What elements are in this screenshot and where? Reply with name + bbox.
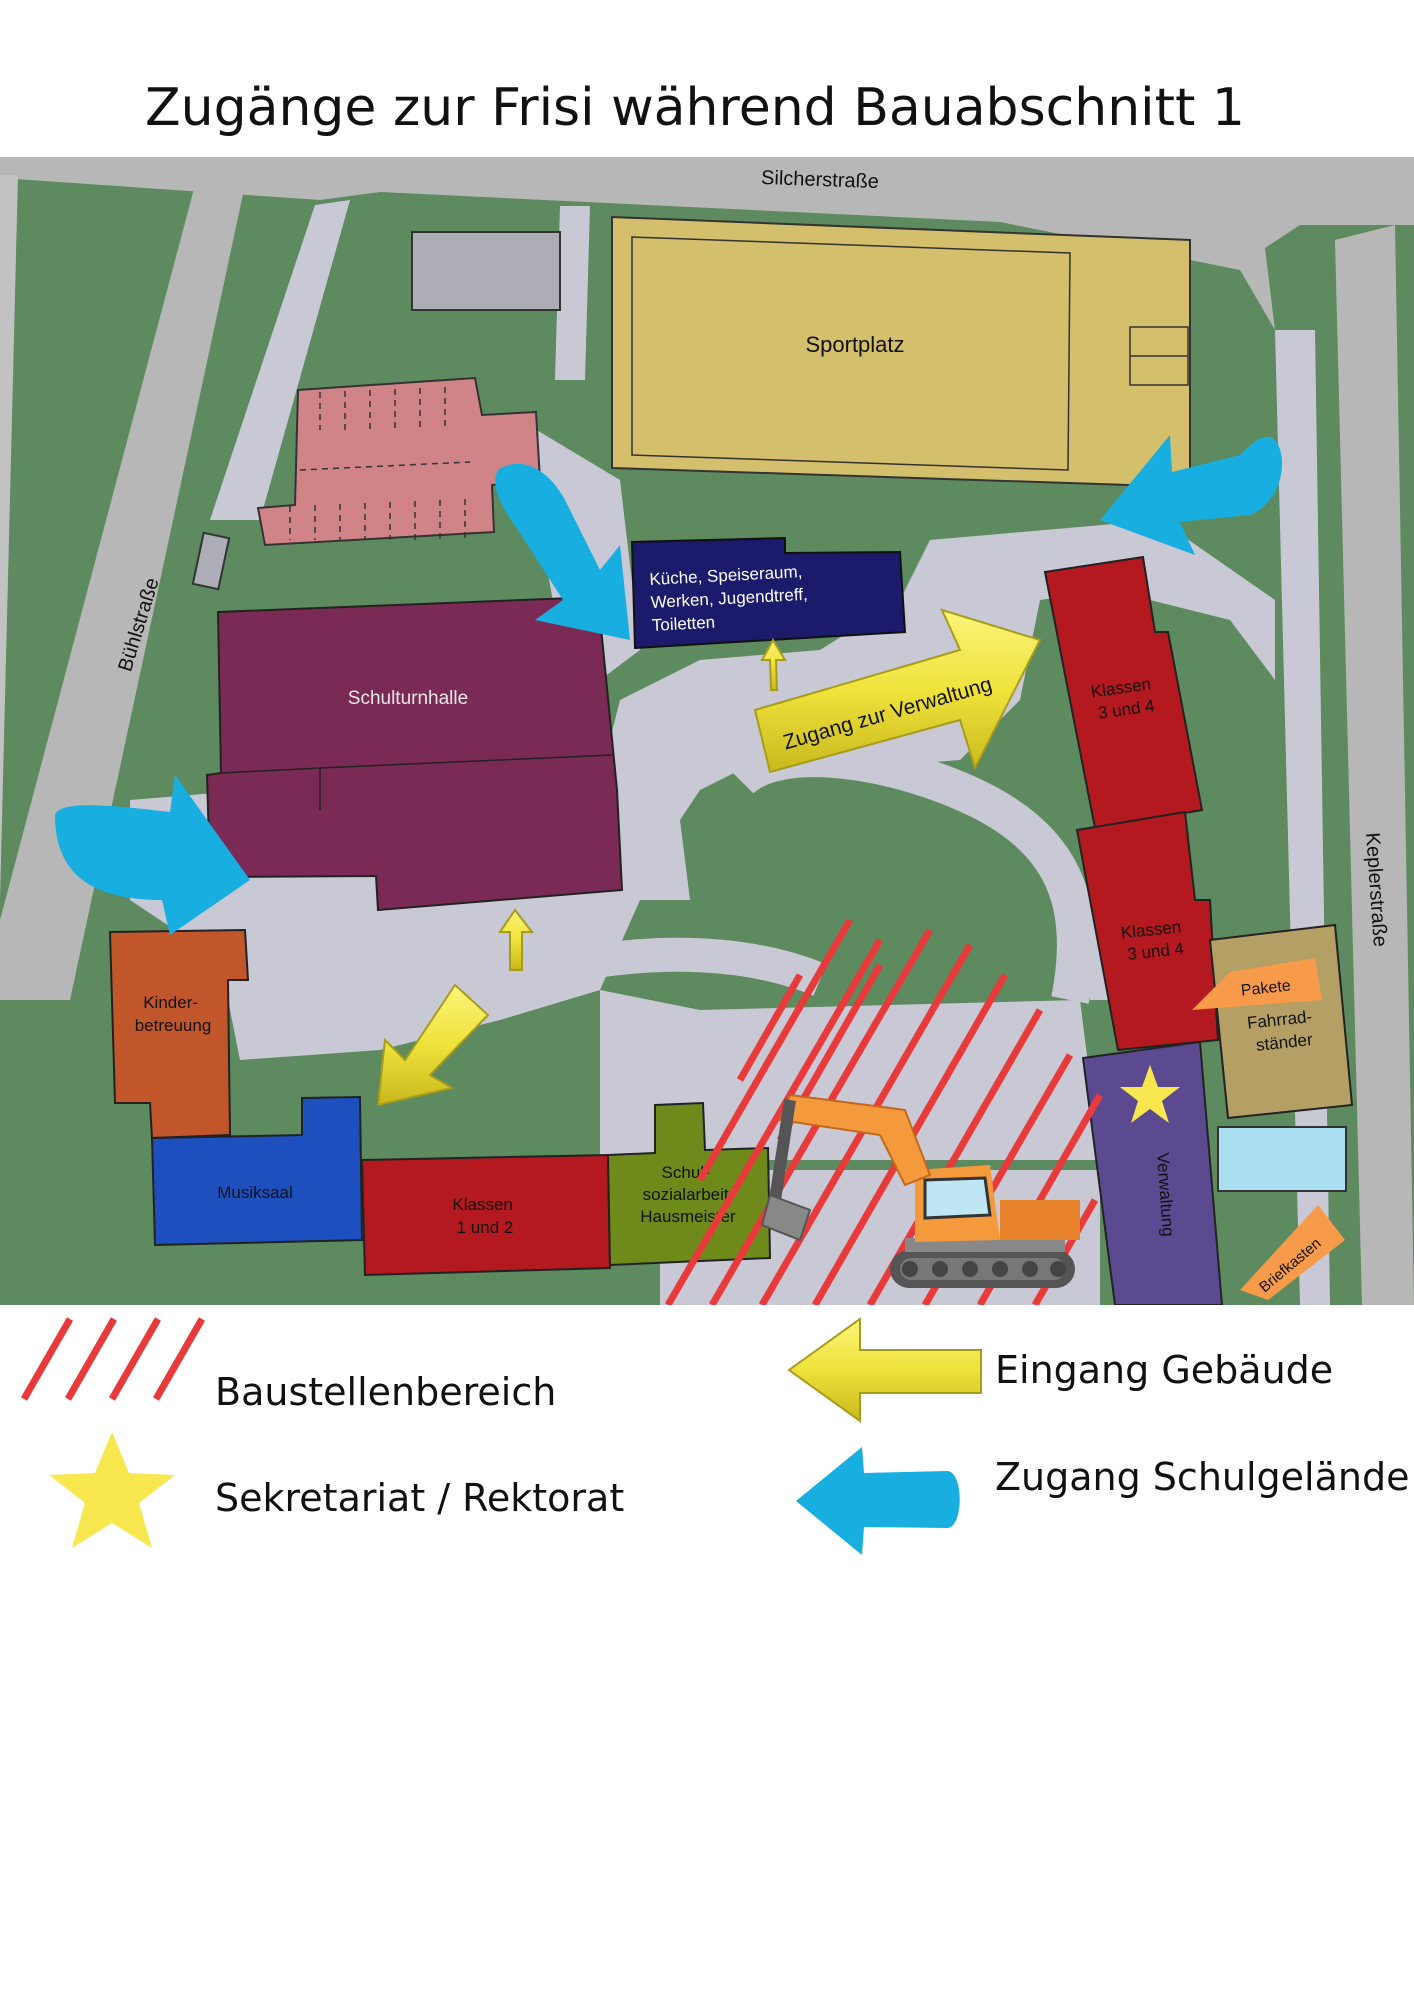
entrance-arrow-kueche <box>760 637 787 691</box>
access-arrow-north <box>495 463 630 640</box>
site-map: Sportplatz Küche, Speiseraum, Werken, Ju… <box>0 157 1414 1305</box>
access-arrow-west <box>55 775 250 935</box>
label-schulsozialarbeit-line-3: Hausmeister <box>640 1207 736 1226</box>
label-kinderbetreuung: Kinder- betreuung <box>135 993 212 1035</box>
label-klassen-1-2-line-2: 1 und 2 <box>457 1218 514 1237</box>
entrance-arrow-turnhalle <box>498 908 535 971</box>
entrance-arrow-south <box>376 983 490 1107</box>
entrance-arrows <box>376 608 1042 1107</box>
label-schulsozialarbeit: Schul- sozialarbeit Hausmeister <box>640 1163 736 1226</box>
street-silcherstrasse <box>0 157 1414 330</box>
label-klassen-1-2-line-1: Klassen <box>452 1195 512 1214</box>
path-network <box>130 200 1275 1305</box>
label-kinderbetreuung-line-1: Kinder- <box>143 993 198 1012</box>
star-icon <box>49 1432 175 1548</box>
access-arrow-east <box>1100 435 1283 555</box>
label-schulturnhalle: Schulturnhalle <box>348 688 468 709</box>
label-kueche: Küche, Speiseraum, Werken, Jugendtreff, … <box>649 562 814 635</box>
parking-lot <box>256 376 542 547</box>
zugang-verwaltung-arrow <box>753 608 1042 774</box>
briefkasten-marker <box>1240 1205 1345 1300</box>
pakete-marker <box>1192 958 1322 1010</box>
label-kinderbetreuung-line-2: betreuung <box>135 1016 212 1035</box>
legend-label-eingang-gebaeude: Eingang Gebäude <box>995 1348 1334 1392</box>
label-sportplatz: Sportplatz <box>805 332 904 357</box>
label-kueche-line-3: Toiletten <box>651 613 715 635</box>
page-title: Zugänge zur Frisi während Bauabschnitt 1 <box>145 78 1245 138</box>
building-klassen-1-2 <box>360 1153 612 1277</box>
label-pakete: Pakete <box>1240 977 1291 999</box>
street-keplerstrasse <box>1335 225 1414 1305</box>
building-musiksaal <box>150 1095 364 1247</box>
sportplatz-inner-line <box>631 236 1071 471</box>
light-blue-box <box>1217 1126 1347 1192</box>
label-silcherstrasse: Silcherstraße <box>761 167 880 193</box>
building-schulturnhalle <box>205 595 624 912</box>
legend-label-baustellenbereich: Baustellenbereich <box>215 1370 557 1414</box>
building-kinderbetreuung <box>108 928 250 1140</box>
blue-arrow-icon <box>796 1447 960 1555</box>
gray-block <box>411 231 561 311</box>
turnhalle-inner-line <box>220 754 613 810</box>
label-musiksaal: Musiksaal <box>217 1183 293 1202</box>
access-arrows <box>55 435 1283 935</box>
label-schulsozialarbeit-line-2: sozialarbeit <box>643 1185 729 1204</box>
verwaltung-star <box>1120 1065 1180 1123</box>
construction-hatch-icon <box>20 1317 206 1401</box>
label-klassen-1-2: Klassen 1 und 2 <box>452 1195 517 1237</box>
sportplatz-goal <box>1129 326 1189 386</box>
building-schulsozialarbeit <box>606 1101 772 1267</box>
building-verwaltung <box>1081 1040 1224 1305</box>
street-buehlstrasse <box>0 175 18 900</box>
small-gray-box <box>191 531 231 591</box>
street-buehlstrasse-main <box>0 185 245 1000</box>
legend-label-sekretariat: Sekretariat / Rektorat <box>215 1476 625 1520</box>
yellow-arrow-icon <box>787 1317 982 1423</box>
legend-label-zugang-schulgelaende: Zugang Schulgelände <box>995 1455 1410 1499</box>
building-klassen-3-4-bottom <box>1075 810 1220 1052</box>
building-kueche <box>630 536 907 650</box>
excavator-icon <box>760 1093 1080 1288</box>
